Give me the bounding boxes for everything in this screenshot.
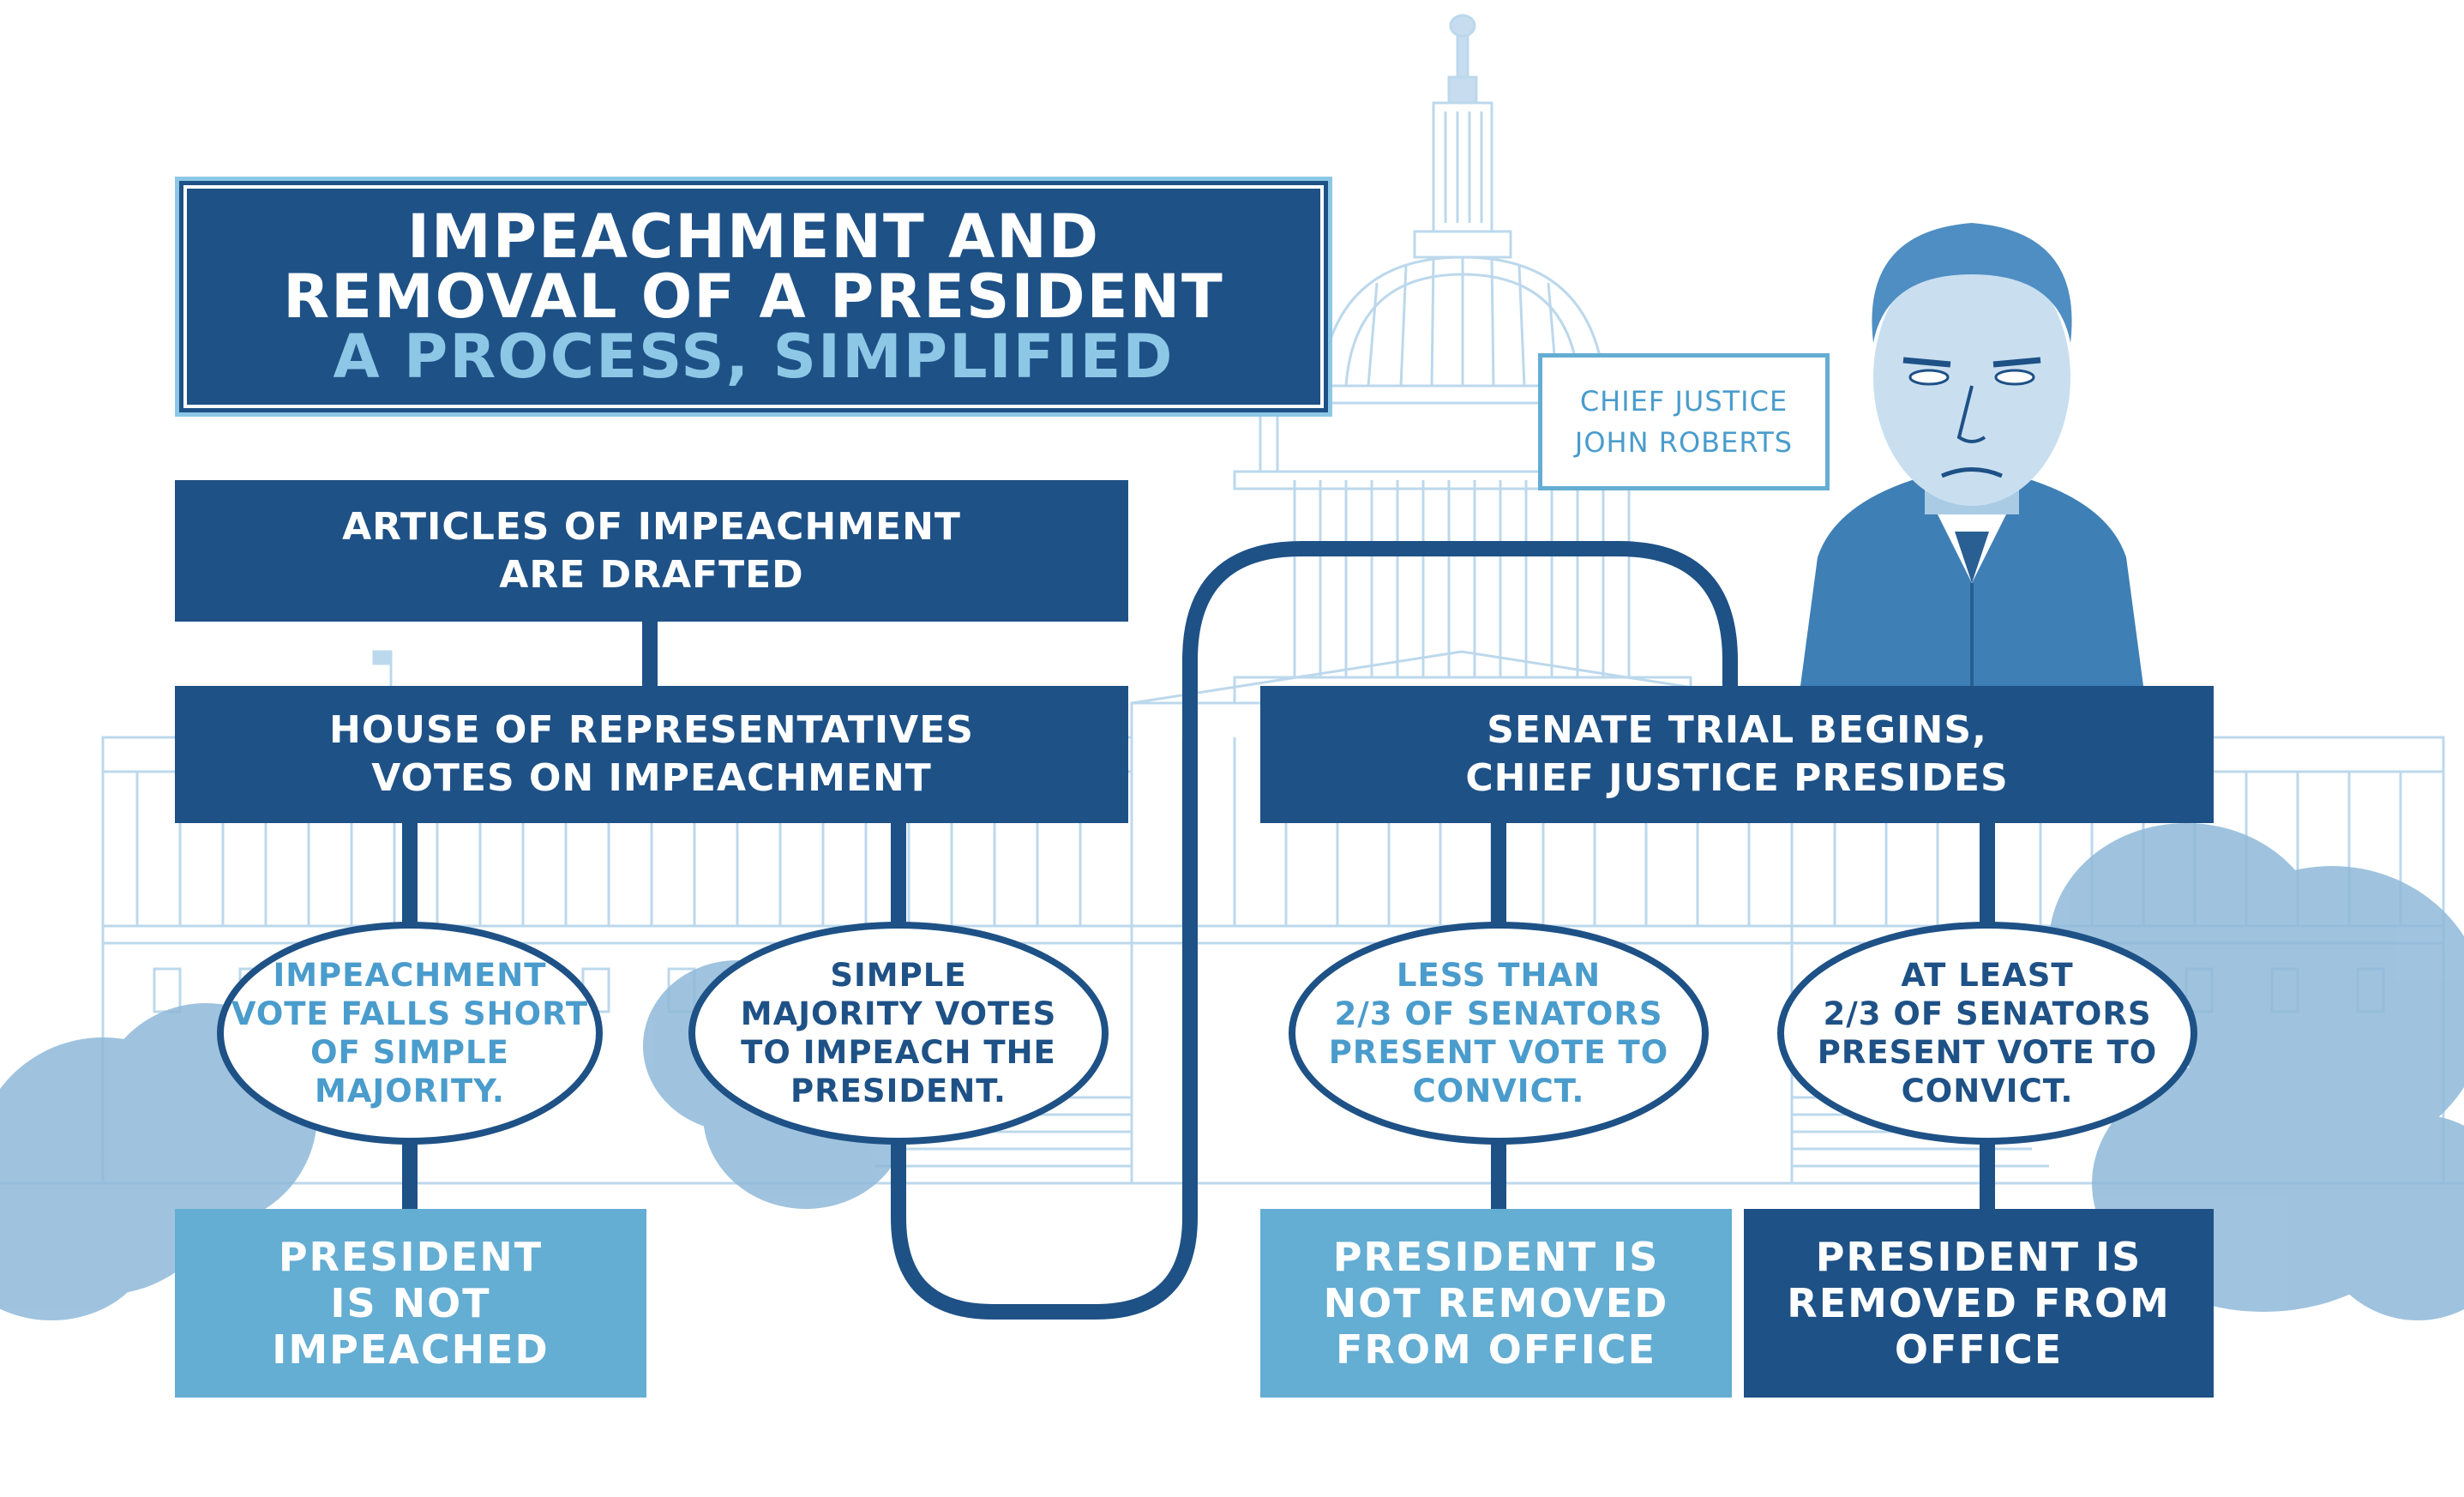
condition-text: 2/3 OF SENATORS: [1334, 995, 1663, 1032]
condition-text: MAJORITY.: [315, 1073, 505, 1109]
outcome-text: FROM OFFICE: [1336, 1326, 1656, 1373]
outcome-text: REMOVED FROM: [1787, 1280, 2171, 1326]
step-text: CHIEF JUSTICE PRESIDES: [1465, 756, 2009, 800]
condition-text: MAJORITY VOTES: [740, 995, 1057, 1032]
condition-vote-falls-short: IMPEACHMENT VOTE FALLS SHORT OF SIMPLE M…: [217, 922, 603, 1145]
condition-less-than-two-thirds: LESS THAN 2/3 OF SENATORS PRESENT VOTE T…: [1289, 922, 1709, 1145]
outcome-text: IMPEACHED: [272, 1326, 550, 1373]
step-articles-drafted: ARTICLES OF IMPEACHMENT ARE DRAFTED: [175, 480, 1128, 622]
step-text: SENATE TRIAL BEGINS,: [1487, 708, 1987, 752]
condition-text: PRESENT VOTE TO: [1328, 1034, 1669, 1071]
condition-text: AT LEAST: [1901, 957, 2074, 994]
condition-text: SIMPLE: [830, 957, 967, 994]
step-house-vote: HOUSE OF REPRESENTATIVES VOTES ON IMPEAC…: [175, 686, 1128, 823]
outcome-text: IS NOT: [330, 1280, 491, 1326]
condition-simple-majority: SIMPLE MAJORITY VOTES TO IMPEACH THE PRE…: [688, 922, 1109, 1145]
condition-text: VOTE FALLS SHORT: [231, 995, 589, 1032]
step-text: ARE DRAFTED: [499, 552, 804, 597]
label-line-1: CHIEF JUSTICE: [1579, 385, 1788, 418]
chief-justice-portrait: [1800, 223, 2143, 686]
step-senate-trial: SENATE TRIAL BEGINS, CHIEF JUSTICE PRESI…: [1260, 686, 2214, 823]
condition-text: CONVICT.: [1412, 1073, 1585, 1109]
outcome-not-removed: PRESIDENT IS NOT REMOVED FROM OFFICE: [1260, 1209, 1732, 1398]
condition-text: LESS THAN: [1396, 957, 1602, 994]
title-line-1: IMPEACHMENT AND: [407, 201, 1100, 272]
outcome-text: PRESIDENT: [278, 1234, 544, 1280]
condition-text: IMPEACHMENT: [273, 957, 547, 994]
condition-text: PRESENT VOTE TO: [1817, 1034, 2158, 1071]
outcome-removed: PRESIDENT IS REMOVED FROM OFFICE: [1744, 1209, 2214, 1398]
title-line-2: REMOVAL OF A PRESIDENT: [283, 262, 1224, 332]
label-line-2: JOHN ROBERTS: [1574, 426, 1794, 459]
step-text: HOUSE OF REPRESENTATIVES: [329, 708, 974, 752]
outcome-text: PRESIDENT IS: [1332, 1234, 1660, 1280]
condition-text: CONVICT.: [1901, 1073, 2074, 1109]
title-subtitle: A PROCESS, SIMPLIFIED: [333, 322, 1175, 392]
condition-at-least-two-thirds: AT LEAST 2/3 OF SENATORS PRESENT VOTE TO…: [1777, 922, 2197, 1145]
step-text: VOTES ON IMPEACHMENT: [371, 756, 932, 800]
condition-text: PRESIDENT.: [790, 1073, 1007, 1109]
chief-justice-label: CHIEF JUSTICE JOHN ROBERTS: [1538, 353, 1830, 490]
outcome-not-impeached: PRESIDENT IS NOT IMPEACHED: [175, 1209, 646, 1398]
condition-text: TO IMPEACH THE: [741, 1034, 1056, 1071]
condition-text: OF SIMPLE: [310, 1034, 509, 1071]
outcome-text: PRESIDENT IS: [1815, 1234, 2142, 1280]
outcome-text: NOT REMOVED: [1323, 1280, 1669, 1326]
flow-connectors: [402, 541, 1995, 1320]
title-box: IMPEACHMENT AND REMOVAL OF A PRESIDENT A…: [175, 177, 1332, 417]
condition-text: 2/3 OF SENATORS: [1823, 995, 2152, 1032]
step-text: ARTICLES OF IMPEACHMENT: [342, 504, 961, 549]
outcome-text: OFFICE: [1894, 1326, 2064, 1373]
